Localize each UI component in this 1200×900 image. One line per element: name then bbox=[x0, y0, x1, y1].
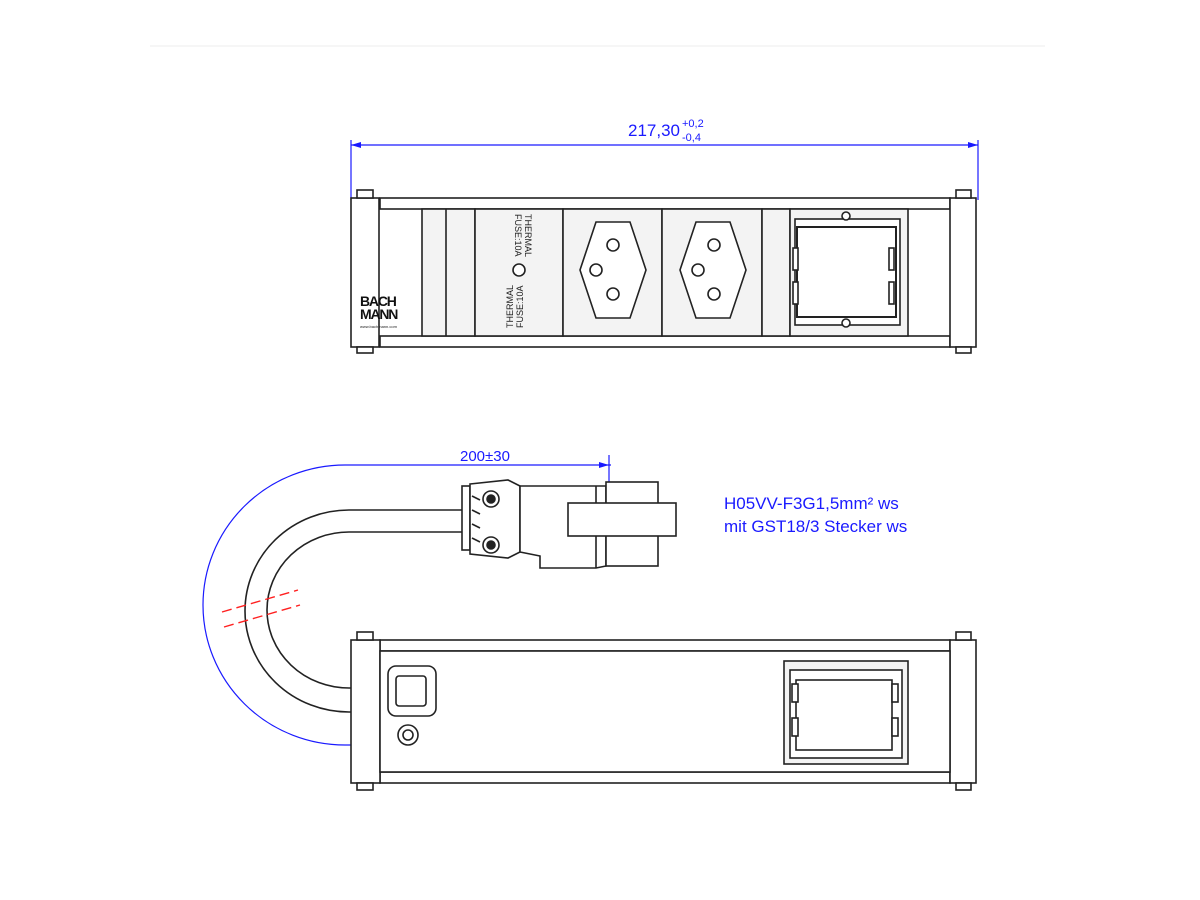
rear-bottom-rail bbox=[379, 771, 951, 784]
rear-data-module-cutout bbox=[795, 679, 893, 751]
plug-rib bbox=[471, 537, 481, 543]
fuse-label-lower-line-1: THERMAL bbox=[505, 285, 515, 328]
fuse-label-upper-line-2: FUSE:10A bbox=[513, 214, 523, 257]
plug-latch bbox=[567, 502, 677, 537]
clip-icon bbox=[891, 717, 899, 737]
arrowhead-plug bbox=[599, 462, 609, 468]
rear-right-end-cap bbox=[949, 639, 977, 784]
brand-logo: BACH MANN www.bachmann.com bbox=[360, 293, 399, 329]
rear-right-cap-tab-bottom bbox=[955, 782, 972, 791]
left-cap-tab-bottom bbox=[356, 346, 374, 354]
fuse-label-lower: THERMAL FUSE:10A bbox=[505, 285, 525, 328]
clip-icon bbox=[888, 247, 895, 271]
cable bbox=[244, 509, 462, 713]
clip-icon bbox=[791, 683, 799, 703]
break-mark-line bbox=[223, 604, 301, 628]
plug-rib bbox=[471, 495, 481, 501]
plug-rib bbox=[471, 509, 481, 515]
overall-width-dimension: 217,30 +0,2 -0,4 bbox=[350, 118, 979, 200]
socket-pin-hole-icon bbox=[606, 238, 620, 252]
gst18-plug bbox=[461, 479, 677, 569]
screw-head-icon bbox=[486, 540, 496, 550]
rear-left-cap-tab-bottom bbox=[356, 782, 374, 791]
rear-view-body bbox=[350, 631, 977, 791]
rear-right-cap-tab-top bbox=[955, 631, 972, 641]
ground-screw-head-icon bbox=[402, 729, 414, 741]
cable-length-dimension-line bbox=[202, 464, 611, 746]
clip-icon bbox=[792, 281, 799, 305]
right-cap-tab-top bbox=[955, 189, 972, 199]
socket-pin-hole-icon bbox=[707, 238, 721, 252]
fuse-label-upper: THERMAL FUSE:10A bbox=[513, 214, 533, 257]
cable-spec-line-1: H05VV-F3G1,5mm² ws bbox=[724, 494, 899, 513]
rear-left-cap-tab-top bbox=[356, 631, 374, 641]
cable-inner-edge bbox=[266, 531, 462, 689]
overall-width-tolerance-minus: -0,4 bbox=[682, 132, 701, 144]
brand-logo-line-1: BACH bbox=[360, 293, 397, 309]
overall-width-value: 217,30 bbox=[628, 121, 680, 140]
screw-head-icon bbox=[486, 494, 496, 504]
top-view: 217,30 +0,2 -0,4 bbox=[350, 118, 979, 354]
socket-pin-hole-icon bbox=[707, 287, 721, 301]
data-module-cutout bbox=[796, 226, 897, 318]
clip-icon bbox=[891, 683, 899, 703]
blank-module bbox=[421, 208, 476, 337]
top-rail bbox=[379, 197, 951, 210]
fuse-label-upper-line-1: THERMAL bbox=[523, 214, 533, 257]
arrowhead-right bbox=[968, 142, 978, 148]
clip-icon bbox=[888, 281, 895, 305]
socket-pin-hole-icon bbox=[606, 287, 620, 301]
cable-length-value: 200±30 bbox=[460, 448, 510, 465]
right-cap-tab-bottom bbox=[955, 346, 972, 354]
break-mark-line bbox=[221, 589, 299, 613]
spacer-module bbox=[761, 208, 791, 337]
rear-top-rail bbox=[379, 639, 951, 652]
fuse-indicator-icon bbox=[512, 263, 526, 277]
cable-spec-note: H05VV-F3G1,5mm² ws mit GST18/3 Stecker w… bbox=[724, 494, 907, 536]
left-cap-tab-top bbox=[356, 189, 374, 199]
socket-outline-icon bbox=[679, 221, 747, 319]
socket-outline-icon bbox=[579, 221, 647, 319]
arrowhead-left bbox=[351, 142, 361, 148]
plug-rib bbox=[471, 523, 481, 529]
cable-spec-line-2: mit GST18/3 Stecker ws bbox=[724, 517, 907, 536]
right-end-cap bbox=[949, 197, 977, 348]
plug-strain-relief bbox=[461, 485, 471, 551]
screw-icon bbox=[841, 211, 851, 221]
cable-break-marks bbox=[221, 589, 301, 628]
cable-gland-inner bbox=[395, 675, 427, 707]
side-view: 200±30 bbox=[202, 448, 977, 791]
screw-icon bbox=[841, 318, 851, 328]
brand-logo-line-2: MANN bbox=[360, 306, 398, 322]
fuse-label-lower-line-2: FUSE:10A bbox=[515, 285, 525, 328]
cable-outer-edge bbox=[244, 509, 462, 713]
socket-pin-hole-icon bbox=[589, 263, 603, 277]
clip-icon bbox=[792, 247, 799, 271]
bottom-rail bbox=[379, 335, 951, 348]
top-view-body bbox=[350, 189, 977, 354]
overall-width-tolerance-plus: +0,2 bbox=[682, 118, 704, 130]
clip-icon bbox=[791, 717, 799, 737]
socket-pin-hole-icon bbox=[691, 263, 705, 277]
rear-left-end-cap bbox=[350, 639, 381, 784]
brand-website: www.bachmann.com bbox=[360, 324, 398, 329]
left-end-cap bbox=[350, 197, 380, 348]
